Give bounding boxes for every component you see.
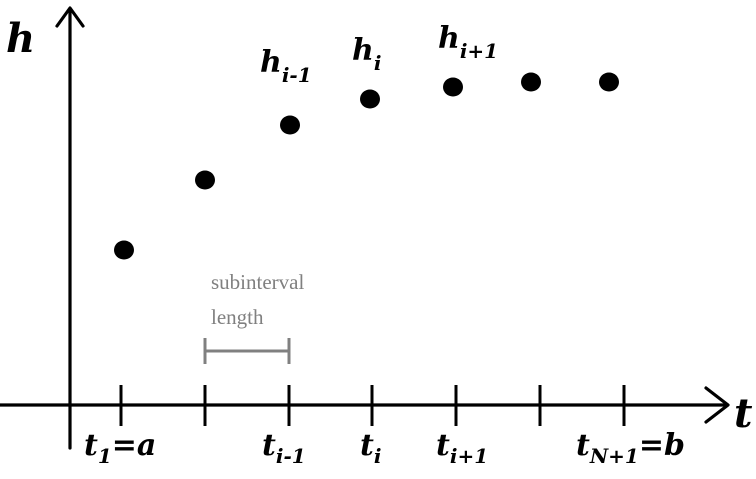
data-point-h-i-minus-1: [280, 115, 300, 135]
annotation-line-2: length: [211, 305, 264, 329]
point-labels: hi-1 hi hi+1: [260, 21, 498, 87]
point-label-h-i-plus-1: hi+1: [438, 21, 498, 63]
tick-label-t1: t1=a: [84, 428, 156, 468]
subinterval-annotation: subinterval length: [203, 270, 304, 364]
point-label-h-i-minus-1: hi-1: [260, 45, 312, 87]
x-axis-arrowhead: [704, 386, 730, 424]
y-axis-label: h: [6, 15, 35, 62]
y-axis-arrowhead: [55, 6, 85, 28]
x-ticks: [119, 385, 626, 426]
data-point: [599, 72, 619, 92]
data-point: [114, 240, 134, 260]
x-axis-label: t: [734, 390, 753, 437]
data-point: [195, 170, 215, 190]
tick-label-t-i: ti: [360, 428, 381, 468]
data-points: [114, 72, 619, 260]
data-point-h-i-plus-1: [443, 77, 463, 97]
point-label-h-i: hi: [352, 33, 381, 75]
tick-label-t-i-minus-1: ti-1: [262, 428, 306, 468]
data-point-h-i: [360, 89, 380, 109]
tick-labels: t1=a ti-1 ti ti+1 tN+1=b: [84, 428, 685, 468]
data-point: [521, 72, 541, 92]
tick-label-t-i-plus-1: ti+1: [436, 428, 488, 468]
annotation-line-1: subinterval: [211, 270, 304, 294]
tick-label-t-n-plus-1: tN+1=b: [576, 428, 685, 468]
